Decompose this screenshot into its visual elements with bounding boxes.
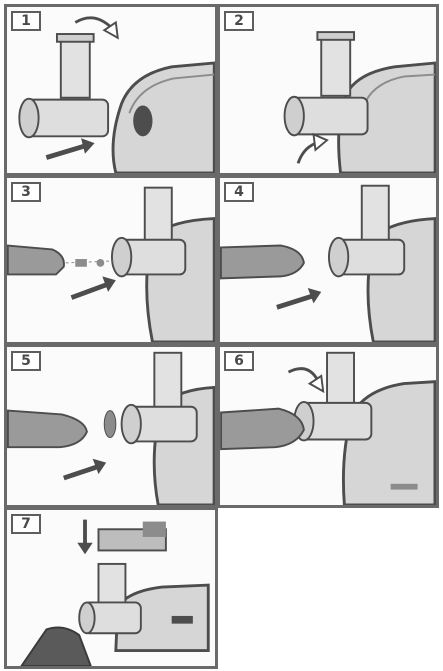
step-number-badge: 1 (11, 11, 41, 31)
step-3-illustration (7, 178, 215, 342)
step-panel-3: 3 (4, 175, 218, 345)
step-panel-4: 4 (217, 175, 439, 345)
step-number-badge: 6 (224, 351, 254, 371)
step-panel-5: 5 (4, 344, 218, 508)
step-1-illustration (7, 7, 215, 173)
step-4-illustration (220, 178, 436, 342)
hand-icon (8, 411, 87, 448)
step-panel-7: 7 (4, 507, 218, 669)
arrow-icon (277, 288, 321, 307)
arrow-icon (71, 276, 115, 297)
step-panel-1: 1 (4, 4, 218, 176)
arrow-icon (77, 520, 92, 555)
curved-arrow-icon (289, 369, 324, 392)
arrow-icon (64, 459, 106, 478)
step-2-illustration (220, 7, 436, 173)
hand-icon (8, 246, 64, 275)
empty-panel-area (218, 508, 439, 668)
step-number-badge: 4 (224, 182, 254, 202)
hand-icon (221, 409, 304, 449)
step-number-badge: 5 (11, 351, 41, 371)
step-number-badge: 2 (224, 11, 254, 31)
curved-arrow-icon (298, 134, 327, 163)
step-panel-2: 2 (217, 4, 439, 176)
step-number-badge: 3 (11, 182, 41, 202)
step-number-badge: 7 (11, 514, 41, 534)
hand-icon (221, 246, 304, 279)
step-panel-6: 6 (217, 344, 439, 508)
arrow-icon (46, 138, 94, 157)
